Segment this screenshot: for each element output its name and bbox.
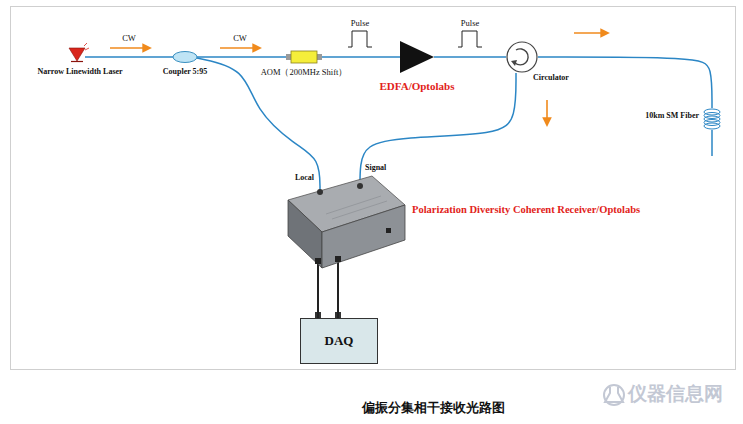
edge-label: CW [121, 34, 137, 43]
direction-arrow [220, 47, 260, 49]
edge-label: Pulse [460, 19, 480, 28]
fiber-coupler: Coupler 5:95 [173, 51, 197, 63]
edfa-shape [400, 41, 434, 73]
aom-modulator: AOM（200MHz Shift） [286, 51, 322, 63]
coil-shape [703, 108, 721, 130]
laser-source: Narrow Linewidth Laser [68, 46, 86, 62]
direction-arrow [110, 47, 150, 49]
fiber-connector [317, 264, 319, 318]
node-label: Polarization Diversity Coherent Receiver… [412, 204, 640, 216]
laser-shape [68, 46, 86, 62]
watermark: 仪器信息网 [628, 383, 723, 404]
node-label: Coupler 5:95 [163, 68, 208, 77]
watermark-logo [604, 385, 624, 405]
fiber-connector [337, 262, 339, 318]
pulse-symbol [458, 31, 482, 47]
port-label: Signal [365, 164, 386, 173]
fiber-connector [538, 57, 712, 108]
fiber-coil: 10km SM Fiber [703, 108, 721, 130]
daq-box: DAQ [300, 318, 378, 364]
fiber-connector [322, 56, 400, 58]
receiver-shape [286, 174, 408, 272]
edge-label: Pulse [350, 19, 370, 28]
fiber-connector [360, 73, 516, 186]
fiber-connector [197, 56, 286, 58]
amplifier-symbol: EDFA/Optolabs [400, 41, 434, 73]
node-label: AOM（200MHz Shift） [261, 68, 348, 77]
aom-shape [286, 51, 322, 63]
fiber-connector [434, 56, 506, 58]
node-label: DAQ [325, 334, 354, 348]
edge-label: CW [232, 34, 248, 43]
circ-shape [506, 41, 538, 73]
direction-arrow [546, 100, 548, 125]
node-label: Circulator [533, 74, 569, 83]
fiber-end [711, 130, 713, 156]
node-label: EDFA/Optolabs [380, 80, 455, 92]
direction-arrow [574, 32, 608, 34]
node-label: Narrow Linewidth Laser [37, 68, 122, 77]
figure-caption: 偏振分集相干接收光路图 [362, 401, 505, 415]
fiber-connector [197, 58, 320, 192]
fiber-connector [85, 56, 173, 58]
pulse-symbol [348, 31, 372, 47]
frame [11, 7, 736, 370]
coherent-receiver: Polarization Diversity Coherent Receiver… [286, 174, 408, 272]
node-label: 10km SM Fiber [645, 112, 699, 121]
circulator-symbol: Circulator [506, 41, 538, 73]
coupler-shape [173, 51, 197, 63]
port-label: Local [295, 174, 314, 183]
